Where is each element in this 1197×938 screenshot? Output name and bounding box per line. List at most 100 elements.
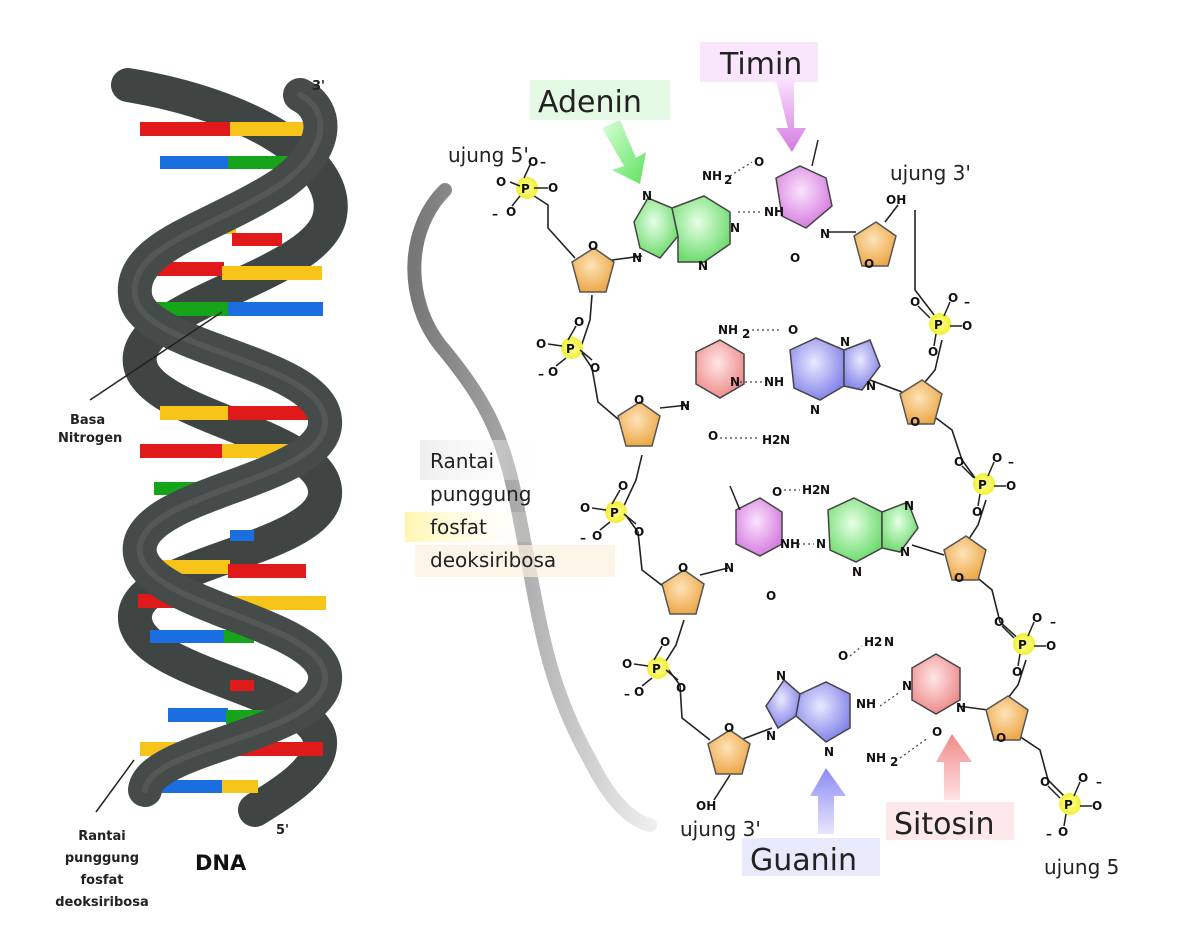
adenin-label: Adenin <box>538 85 642 120</box>
ujung3-top-label: ujung 3' <box>890 161 971 185</box>
guanine-base-2: O NH N N N H 2 N <box>762 323 881 447</box>
oh-top: OH <box>886 193 906 207</box>
svg-text:O: O <box>660 635 670 649</box>
rung <box>160 406 230 420</box>
sitosin-label: Sitosin <box>894 807 994 842</box>
svg-text:P: P <box>1018 638 1027 652</box>
rung <box>222 780 258 793</box>
svg-text:O: O <box>772 485 782 499</box>
svg-text:N: N <box>816 537 826 551</box>
rantai-label-highlight <box>415 545 615 577</box>
svg-text:–: – <box>1008 455 1014 469</box>
double-helix <box>111 68 348 827</box>
svg-text:2: 2 <box>874 635 882 649</box>
sugar <box>707 729 751 775</box>
svg-text:NH: NH <box>856 697 876 711</box>
svg-text:N: N <box>866 379 876 393</box>
svg-text:O: O <box>910 295 920 309</box>
svg-text:O: O <box>496 175 506 189</box>
svg-text:N: N <box>824 745 834 759</box>
hbond <box>849 645 929 759</box>
svg-text:N: N <box>904 499 914 513</box>
svg-text:P: P <box>978 478 987 492</box>
rung <box>140 444 225 458</box>
svg-text:N: N <box>724 561 734 575</box>
sugar-o: O <box>996 731 1006 745</box>
rantai-right-label: Rantai punggung fosfat deoksiribosa <box>430 449 556 572</box>
svg-text:O: O <box>634 685 644 699</box>
svg-text:O: O <box>536 337 546 351</box>
svg-text:H: H <box>802 483 812 497</box>
svg-text:N: N <box>698 259 708 273</box>
svg-text:N: N <box>810 403 820 417</box>
phosphate-group: P O O O O – <box>910 291 972 359</box>
svg-text:–: – <box>1046 827 1052 841</box>
helix-end-5prime: 5' <box>276 823 289 838</box>
svg-text:–: – <box>964 295 970 309</box>
svg-text:N: N <box>884 635 894 649</box>
guanin-arrow <box>810 768 846 834</box>
ujung5-top-label: ujung 5' <box>448 143 529 167</box>
sugar-o: O <box>588 239 598 253</box>
phosphate-group: P O O O O – <box>536 315 600 381</box>
thymine-base-3: O NH N O <box>724 485 800 603</box>
helix-front-highlight <box>131 92 329 793</box>
ujung5-bottom-label: ujung 5 <box>1044 855 1119 879</box>
svg-text:O: O <box>1012 665 1022 679</box>
rung <box>150 630 225 643</box>
svg-text:2: 2 <box>772 433 780 447</box>
rantai-label-highlight <box>420 440 550 480</box>
rung <box>228 302 323 316</box>
helix-end-3prime: 3' <box>312 79 325 94</box>
svg-text:–: – <box>1096 775 1102 789</box>
svg-text:N: N <box>730 375 740 389</box>
svg-text:O: O <box>962 319 972 333</box>
svg-text:–: – <box>492 207 498 221</box>
deoxyribose-sugars <box>571 221 1029 775</box>
svg-text:O: O <box>528 155 538 169</box>
svg-text:P: P <box>652 662 661 676</box>
ujung3-bottom-label: ujung 3' <box>680 817 761 841</box>
svg-text:O: O <box>590 361 600 375</box>
svg-text:O: O <box>1032 611 1042 625</box>
svg-text:O: O <box>618 479 628 493</box>
rantai-left-label: Rantai punggung fosfat deoksiribosa <box>55 829 149 910</box>
cytosine-base-2: NH 2 N N O <box>680 323 750 443</box>
svg-text:O: O <box>1046 639 1056 653</box>
svg-text:O: O <box>506 205 516 219</box>
svg-text:N: N <box>766 729 776 743</box>
rung <box>228 564 306 578</box>
timin-highlight <box>700 42 818 82</box>
rantai-right-line: fosfat <box>430 515 487 539</box>
sugar-o: O <box>724 721 734 735</box>
svg-text:–: – <box>624 687 630 701</box>
svg-text:–: – <box>540 155 546 169</box>
phosphate-group: P O O O O – – <box>492 155 558 221</box>
svg-text:–: – <box>580 531 586 545</box>
rantai-left-line: punggung <box>65 851 139 866</box>
svg-text:O: O <box>992 451 1002 465</box>
svg-text:2: 2 <box>724 173 732 187</box>
sugar <box>985 695 1029 741</box>
guanin-label: Guanin <box>750 843 857 878</box>
svg-text:P: P <box>566 342 575 356</box>
cytosine-base-4: H 2 N N N O <box>864 635 966 739</box>
oh-bottom: OH <box>696 799 716 813</box>
rung <box>228 406 308 420</box>
rung <box>230 122 320 136</box>
basa-label-line1: Basa <box>70 413 105 428</box>
adenin-arrow <box>602 120 646 184</box>
svg-text:O: O <box>1040 775 1050 789</box>
svg-text:NH: NH <box>866 751 886 765</box>
svg-text:O: O <box>622 657 632 671</box>
sitosin-highlight <box>886 802 1014 840</box>
sugar <box>899 379 943 425</box>
rantai-left-line: Rantai <box>78 829 125 844</box>
timin-label: Timin <box>719 47 802 82</box>
svg-text:O: O <box>1092 799 1102 813</box>
sugar-o: O <box>910 415 920 429</box>
rung <box>160 560 230 574</box>
adenin-highlight <box>530 80 670 120</box>
svg-text:O: O <box>634 525 644 539</box>
